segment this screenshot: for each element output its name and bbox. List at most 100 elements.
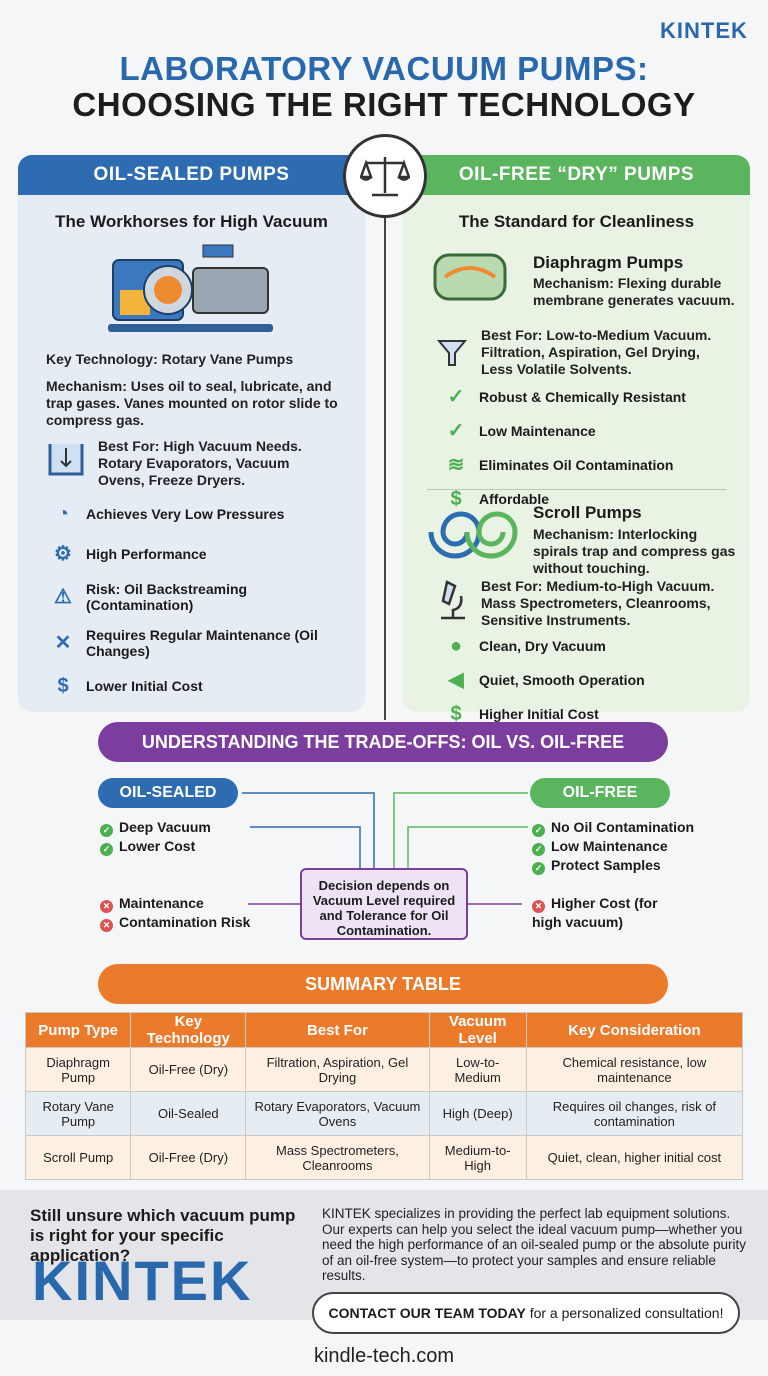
money-up-icon: $ [450,703,462,725]
tradeoff-item: ✕Higher Cost (for high vacuum) [532,894,682,931]
website-link[interactable]: kindle-tech.com [313,1345,455,1367]
table-cell: Oil-Sealed [130,1091,247,1136]
feature-label: Low Maintenance [479,423,596,439]
footer-logo: KINTEK [32,1248,252,1313]
x-icon: ✕ [532,900,545,913]
feature-item: ◀Quiet, Smooth Operation [443,667,743,693]
balance-scale-icon [360,157,410,197]
table-cell: Mass Spectrometers, Cleanrooms [245,1135,430,1180]
feature-label: Eliminates Oil Contamination [479,457,674,473]
decision-box: Decision depends on Vacuum Level require… [300,868,468,940]
brand-logo: KINTEK [660,18,748,43]
check-icon: ✓ [532,862,545,875]
scroll-best-for: Best For: Medium-to-High Vacuum. Mass Sp… [481,578,715,628]
column-header: Pump Type [24,1012,132,1048]
footer-body: KINTEK specializes in providing the perf… [322,1206,747,1283]
x-icon: ✕ [100,919,113,932]
check-circle-icon: ✓ [447,420,465,442]
microscope-icon [441,580,465,620]
column-header: Vacuum Level [428,1012,527,1048]
best-for-text: Best For: High Vacuum Needs. Rotary Evap… [98,438,302,488]
feature-label: Affordable [479,491,549,507]
feature-item: ✕ Requires Regular Maintenance (Oil Chang… [50,627,350,659]
tradeoffs-banner: UNDERSTANDING THE TRADE-OFFS: OIL VS. OI… [98,722,668,762]
table-cell: Rotary Evaporators, Vacuum Ovens [245,1091,430,1136]
x-icon: ✕ [100,900,113,913]
tradeoff-item: ✓No Oil Contamination [532,818,694,837]
tradeoff-item: ✓Low Maintenance [532,837,694,856]
shield-check-icon: ✓ [447,386,465,408]
table-cell: Rotary Vane Pump [24,1091,132,1136]
table-cell: Medium-to-High [428,1135,527,1180]
balance-scale-badge [343,134,427,218]
scroll-pump-icon [428,511,518,559]
check-icon: ✓ [100,843,113,856]
oil-free-header: OIL-FREE “DRY” PUMPS [403,155,750,195]
table-cell: Low-to-Medium [428,1047,527,1092]
feature-item: ⚠Risk: Oil Backstreaming (Contamination) [50,581,350,613]
diaphragm-title: Diaphragm Pumps [533,253,684,272]
droplet-icon: ● [449,635,463,657]
oil-free-panel: OIL-FREE “DRY” PUMPS The Standard for Cl… [403,155,750,724]
summary-banner: SUMMARY TABLE [98,964,668,1004]
oil-sealed-header: OIL-SEALED PUMPS [18,155,365,195]
page-title-line2: CHOOSING THE RIGHT TECHNOLOGY [72,86,696,123]
feature-label: Quiet, Smooth Operation [479,672,645,688]
wrench-icon: ✕ [54,632,72,654]
table-cell: Oil-Free (Dry) [130,1135,247,1180]
tradeoff-item: ✕Maintenance [100,894,250,913]
gear-icon: ⚙ [54,543,72,565]
feature-item: ✓Robust & Chemically Resistant [443,384,743,410]
tradeoff-connectors [242,792,528,905]
feature-item: ✓ Low Maintenance [443,418,743,444]
feature-item: $ Higher Initial Cost [443,701,743,727]
money-bag-icon: $ [450,488,462,510]
page-title-line1: LABORATORY VACUUM PUMPS: [119,50,649,87]
feature-label: Lower Initial Cost [86,678,203,694]
table-cell: High (Deep) [428,1091,527,1136]
tradeoff-item: ✓Deep Vacuum [100,818,211,837]
tradeoff-label: Higher Cost (for high vacuum) [532,895,658,930]
oil-free-subtitle: The Standard for Cleanliness [458,212,695,231]
feature-label: Requires Regular Maintenance (Oil Change… [86,627,318,659]
feature-label: Achieves Very Low Pressures [86,506,285,522]
column-header: Key Consideration [525,1012,744,1048]
check-icon: ✓ [532,824,545,837]
table-cell: Requires oil changes, risk of contaminat… [525,1091,744,1136]
feature-item: ≋ Eliminates Oil Contamination [443,452,743,478]
tradeoff-item: ✓ Lower Cost [100,837,211,856]
table-cell: Oil-Free (Dry) [130,1047,247,1092]
column-header: Best For [245,1012,430,1048]
air-flow-icon: ≋ [447,454,465,476]
scroll-mechanism: Mechanism: Interlocking spirals trap and… [533,526,736,576]
key-technology: Key Technology: Rotary Vane Pumps [46,351,294,367]
table-cell: Filtration, Aspiration, Gel Drying [245,1047,430,1092]
warning-icon: ⚠ [54,586,72,608]
feature-label: Higher Initial Cost [479,706,599,722]
divider-line [384,215,386,720]
table-cell: Scroll Pump [24,1135,132,1180]
check-icon: ✓ [100,824,113,837]
tradeoff-label: Protect Samples [551,857,661,873]
tradeoff-label: Contamination Risk [119,914,251,930]
feature-item: $ Lower Initial Cost [50,673,350,699]
tradeoff-item: ✓ Protect Samples [532,856,694,875]
oil-free-pill: OIL-FREE [530,778,670,808]
feature-item: ● Clean, Dry Vacuum [443,633,743,659]
diaphragm-pump-icon [433,253,507,301]
tradeoff-label: Lower Cost [119,838,196,854]
feature-label: Clean, Dry Vacuum [479,638,606,654]
feature-item: ◔ Achieves Very Low Pressures [50,501,350,527]
money-bag-icon: $ [57,675,69,697]
contact-button[interactable]: CONTACT OUR TEAM TODAY for a personalize… [312,1292,740,1334]
oil-sealed-pill: OIL-SEALED [98,778,238,808]
tradeoff-item: ✕ Contamination Risk [100,913,250,932]
table-cell: Chemical resistance, low maintenance [525,1047,744,1092]
tradeoff-label: Low Maintenance [551,838,668,854]
feature-item: $ Affordable [443,486,743,512]
gauge-icon: ◔ [56,503,70,525]
footer-question: Still unsure which vacuum pump is right … [30,1206,296,1265]
